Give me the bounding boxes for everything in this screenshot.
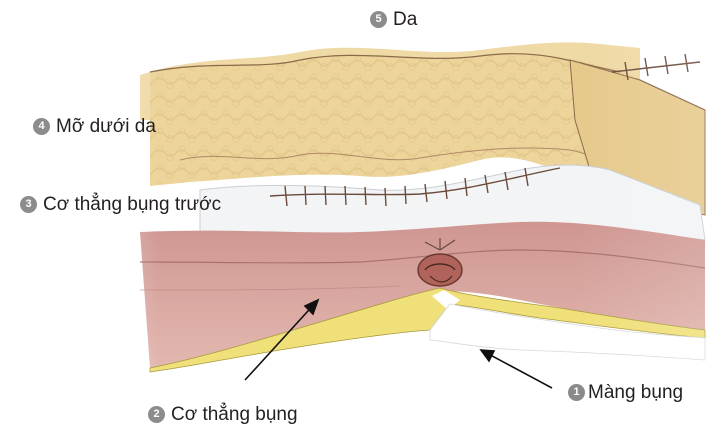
label-anterior-rectus-sheath: 3 Cơ thẳng bụng trước (20, 195, 221, 214)
badge-anterior-rectus-sheath: 3 (20, 196, 37, 213)
badge-subcutaneous-fat: 4 (33, 118, 50, 135)
label-subcutaneous-fat-text: Mỡ dưới da (56, 117, 156, 136)
label-subcutaneous-fat: 4 Mỡ dưới da (33, 117, 156, 136)
label-rectus-muscle: 2 Cơ thẳng bụng (148, 405, 298, 424)
label-skin: 5 Da (370, 10, 417, 29)
label-anterior-rectus-sheath-text: Cơ thẳng bụng trước (43, 195, 221, 214)
label-peritoneum: 1 Màng bụng (568, 383, 683, 402)
label-skin-text: Da (393, 10, 417, 29)
label-rectus-muscle-text: Cơ thẳng bụng (171, 405, 298, 424)
badge-rectus-muscle: 2 (148, 406, 165, 423)
badge-peritoneum: 1 (568, 384, 585, 401)
badge-skin: 5 (370, 11, 387, 28)
label-peritoneum-text: Màng bụng (588, 383, 683, 402)
